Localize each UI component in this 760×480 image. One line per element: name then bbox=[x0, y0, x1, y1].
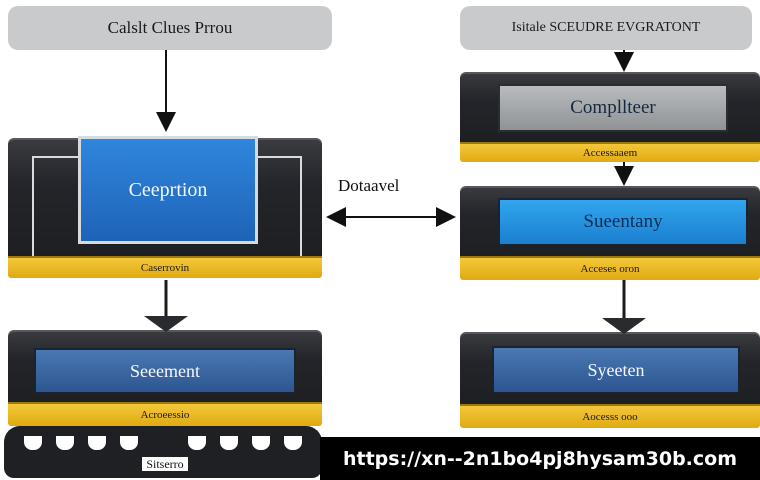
left-top-device: Ceeprtion Caserrovin bbox=[8, 136, 322, 278]
comb-notch bbox=[220, 436, 238, 450]
comb-notch bbox=[284, 436, 302, 450]
left-footer-label-wrap: Sitserro bbox=[0, 457, 330, 472]
right-bottom-screen-label: Syeeten bbox=[587, 359, 645, 380]
right-bottom-device: Syeeten Aocesss ooo bbox=[460, 332, 760, 428]
right-middle-base: Acceses oron bbox=[460, 256, 760, 280]
left-footer-comb bbox=[4, 426, 322, 478]
right-middle-base-label: Acceses oron bbox=[580, 263, 640, 275]
right-chevron bbox=[602, 318, 646, 334]
left-bottom-base-label: Acroeessio bbox=[140, 409, 190, 421]
left-bottom-device: Seeement Acroeessio bbox=[8, 330, 322, 426]
watermark-url: https://xn--2n1bo4pj8hysam30b.com bbox=[342, 447, 738, 470]
left-bottom-screen-label: Seeement bbox=[130, 360, 200, 381]
right-middle-screen: Sueentany bbox=[498, 198, 748, 246]
left-top-screen-label: Ceeprtion bbox=[128, 178, 208, 201]
left-bottom-base: Acroeessio bbox=[8, 402, 322, 426]
left-title: Calslt Clues Prrou bbox=[107, 18, 233, 37]
left-top-base: Caserrovin bbox=[8, 256, 322, 278]
right-top-device: Compllteer Accessaaem bbox=[460, 72, 760, 162]
right-bottom-base: Aocesss ooo bbox=[460, 404, 760, 428]
left-title-pill: Calslt Clues Prrou bbox=[8, 6, 332, 50]
right-title: Isitale SCEUDRE EVGRATONT bbox=[511, 20, 701, 35]
watermark-url-banner: https://xn--2n1bo4pj8hysam30b.com bbox=[320, 437, 760, 480]
left-top-base-label: Caserrovin bbox=[140, 262, 190, 274]
right-bottom-base-label: Aocesss ooo bbox=[582, 411, 638, 423]
comb-notch bbox=[188, 436, 206, 450]
right-middle-screen-label: Sueentany bbox=[583, 211, 663, 232]
right-title-pill: Isitale SCEUDRE EVGRATONT bbox=[460, 6, 752, 50]
right-bottom-screen: Syeeten bbox=[492, 346, 740, 394]
left-footer-label: Sitserro bbox=[142, 457, 188, 471]
right-top-base: Accessaaem bbox=[460, 142, 760, 162]
right-top-base-label: Accessaaem bbox=[582, 147, 638, 159]
comb-notch bbox=[252, 436, 270, 450]
left-top-screen: Ceeprtion bbox=[78, 136, 258, 244]
connector-label: Dotaavel bbox=[338, 176, 400, 195]
right-top-screen-label: Compllteer bbox=[570, 97, 656, 118]
right-middle-device: Sueentany Acceses oron bbox=[460, 186, 760, 280]
comb-notch bbox=[88, 436, 106, 450]
right-top-screen: Compllteer bbox=[498, 84, 728, 132]
comb-notch bbox=[120, 436, 138, 450]
left-bottom-screen: Seeement bbox=[34, 348, 296, 394]
comb-notch bbox=[56, 436, 74, 450]
left-chevron bbox=[144, 316, 188, 332]
comb-notch bbox=[24, 436, 42, 450]
